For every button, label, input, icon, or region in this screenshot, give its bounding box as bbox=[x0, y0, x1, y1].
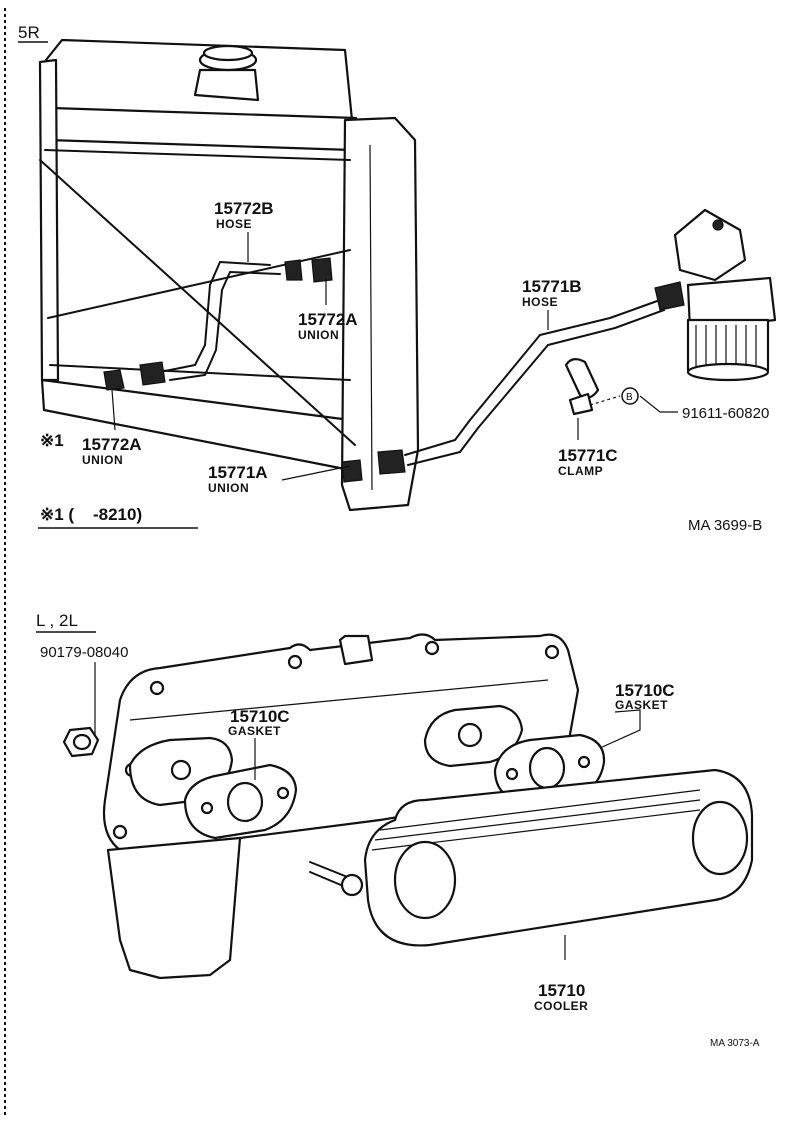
label-15771a-num: 15771A bbox=[208, 463, 268, 482]
diagram-code-top: MA 3699-B bbox=[688, 517, 762, 534]
label-15771c-num: 15771C bbox=[558, 446, 618, 465]
label-15772b-name: HOSE bbox=[216, 217, 252, 231]
bottom-labels: L , 2L 90179-08040 15710C GASKET 15710C … bbox=[36, 611, 760, 1049]
bolt-marker-letter: B bbox=[626, 392, 633, 403]
label-15771b-num: 15771B bbox=[522, 277, 582, 296]
label-15772a-num: 15772A bbox=[298, 310, 358, 329]
label-15772a-name: UNION bbox=[298, 328, 339, 342]
label-15710c-right-name: GASKET bbox=[615, 698, 668, 712]
label-15710-num: 15710 bbox=[538, 981, 585, 1000]
hose-15771b-illustration bbox=[404, 281, 685, 466]
label-15710c-left-num: 15710C bbox=[230, 707, 290, 726]
oil-filter-illustration bbox=[673, 208, 777, 382]
leader-lines-top bbox=[111, 232, 678, 481]
engine-label-l-2l: L , 2L bbox=[36, 611, 78, 630]
cooler-body-illustration bbox=[309, 768, 754, 947]
label-15772b-num: 15772B bbox=[214, 199, 274, 218]
clamp-15771c-illustration bbox=[564, 358, 600, 416]
label-15771a-name: UNION bbox=[208, 481, 249, 495]
label-15710c-left-name: GASKET bbox=[228, 724, 281, 738]
diagram-code-bottom: MA 3073-A bbox=[710, 1038, 760, 1049]
label-15772a-alt-name: UNION bbox=[82, 453, 123, 467]
label-90179-08040: 90179-08040 bbox=[40, 644, 128, 661]
leader-lines-bottom bbox=[94, 662, 641, 960]
label-15772a-prefix: ※1 bbox=[40, 431, 64, 450]
label-15710-name: COOLER bbox=[534, 999, 588, 1013]
nut-illustration bbox=[62, 726, 100, 758]
radiator-illustration bbox=[38, 38, 420, 512]
label-15771c-name: CLAMP bbox=[558, 464, 603, 478]
bolt-marker-circle bbox=[621, 387, 639, 405]
label-15710c-right-num: 15710C bbox=[615, 681, 675, 700]
top-labels: 5R 15772B HOSE 15772A UNION 15771B HOSE … bbox=[18, 23, 769, 534]
label-91611-60820: 91611-60820 bbox=[682, 405, 769, 422]
footnote-applicability: ※1 ( -8210) bbox=[40, 505, 142, 524]
gasket-left-illustration bbox=[183, 763, 298, 840]
label-15771b-name: HOSE bbox=[522, 295, 558, 309]
engine-label-5r: 5R bbox=[18, 23, 40, 42]
label-15772a-alt-num: 15772A bbox=[82, 435, 142, 454]
